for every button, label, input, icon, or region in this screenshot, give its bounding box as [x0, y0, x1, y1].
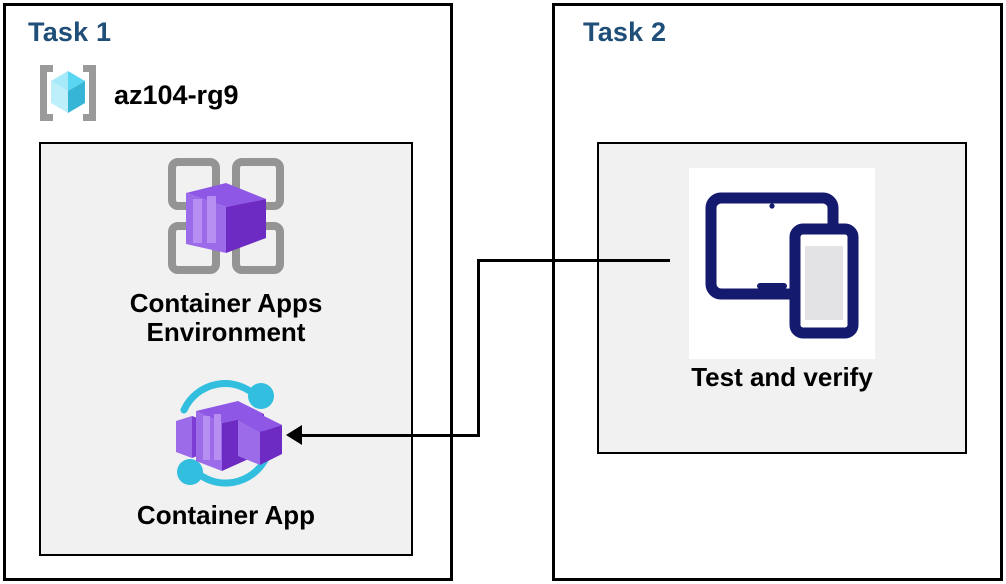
- connector-arrowhead-icon: [286, 425, 302, 445]
- task-1-title: Task 1: [28, 17, 112, 47]
- connector-segment-top: [477, 259, 670, 262]
- connector-segment-bottom: [300, 434, 480, 437]
- container-app-caption: Container App: [136, 500, 316, 530]
- container-apps-environment-icon: [162, 152, 290, 285]
- container-apps-environment-caption: Container Apps Environment: [129, 288, 323, 348]
- test-and-verify-devices-icon: [689, 168, 875, 359]
- container-app-icon: [162, 376, 290, 497]
- task-2-title: Task 2: [583, 17, 667, 47]
- node-container-app[interactable]: Container App: [39, 376, 413, 530]
- resource-group-icon: [34, 62, 102, 129]
- node-test-and-verify[interactable]: Test and verify: [597, 168, 967, 392]
- connector-segment-vertical: [477, 259, 480, 437]
- test-and-verify-caption: Test and verify: [691, 362, 873, 392]
- node-container-apps-environment[interactable]: Container Apps Environment: [39, 152, 413, 347]
- resource-group-header: az104-rg9: [34, 62, 239, 129]
- resource-group-label: az104-rg9: [114, 80, 239, 110]
